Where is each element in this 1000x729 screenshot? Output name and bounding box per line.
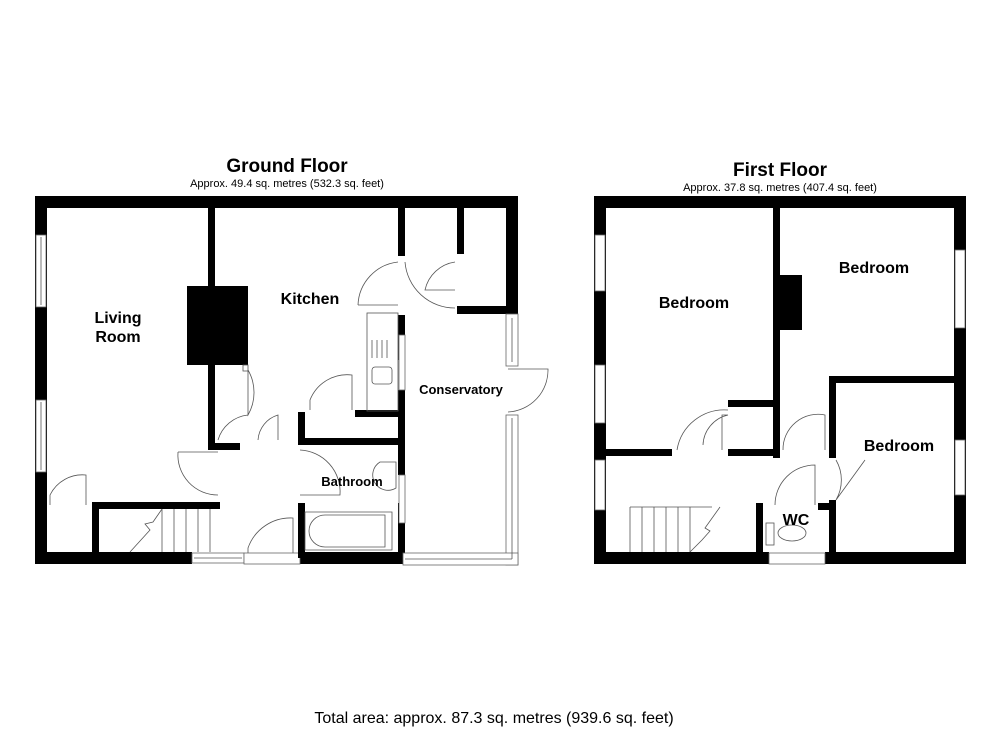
- stairs-wall: [92, 502, 220, 509]
- gf-bottom-wall-bath: [300, 552, 403, 564]
- gf-partition: [208, 443, 240, 450]
- room-label-conservatory: Conservatory: [419, 382, 504, 397]
- ff-chimney-breast: [777, 275, 802, 330]
- first-floor-area: Approx. 37.8 sq. metres (407.4 sq. feet): [683, 182, 877, 194]
- room-label-bedroom-1: Bedroom: [659, 295, 729, 312]
- bath-wall: [298, 438, 398, 445]
- ff-partition: [829, 376, 836, 458]
- ff-staircase: [629, 506, 721, 553]
- ff-partition: [829, 376, 966, 383]
- window: [594, 459, 606, 511]
- room-label-bathroom: Bathroom: [321, 474, 382, 489]
- staircase: [129, 508, 211, 553]
- cupboard-wall: [457, 196, 464, 254]
- ff-partition: [773, 196, 780, 458]
- gf-partition: [208, 365, 215, 450]
- ff-bottom-wall: [825, 552, 966, 564]
- gf-right-wall-upper: [506, 196, 518, 314]
- ground-floor-plan: [35, 196, 549, 566]
- wc-window: [768, 552, 826, 565]
- ground-floor-title: Ground Floor: [226, 156, 348, 177]
- wc-wall: [756, 503, 763, 558]
- cupboard-wall: [457, 306, 518, 314]
- chimney-breast: [187, 286, 248, 365]
- gf-top-wall: [35, 196, 518, 208]
- washbasin: [372, 461, 397, 491]
- total-area: Total area: approx. 87.3 sq. metres (939…: [314, 710, 673, 727]
- ff-bottom-wall: [594, 552, 769, 564]
- bath-wall: [298, 503, 305, 558]
- wc-wall: [818, 503, 832, 510]
- ff-partition: [600, 449, 672, 456]
- room-label-wc: WC: [783, 512, 810, 529]
- window: [954, 249, 966, 329]
- room-label-bedroom-3: Bedroom: [864, 438, 934, 455]
- conservatory-door: [507, 368, 549, 413]
- kitchen-right-wall: [398, 390, 405, 475]
- ground-floor-area: Approx. 49.4 sq. metres (532.3 sq. feet): [190, 178, 384, 190]
- window: [954, 439, 966, 496]
- gf-partition: [208, 196, 215, 286]
- cupboard-wall: [728, 400, 778, 407]
- room-label-living-room: Room: [95, 329, 140, 346]
- bath-wall: [298, 412, 305, 445]
- cupboard-wall: [728, 449, 778, 456]
- pantry-wall: [355, 410, 400, 417]
- first-floor-title: First Floor: [733, 160, 828, 181]
- first-floor-plan: [594, 196, 966, 565]
- room-label-bedroom-2: Bedroom: [839, 260, 909, 277]
- room-label-kitchen: Kitchen: [281, 291, 340, 308]
- gf-bottom-wall-left: [35, 552, 192, 564]
- kitchen-right-wall: [398, 503, 405, 563]
- ff-partition: [829, 500, 836, 558]
- window: [594, 234, 606, 292]
- cupboard-wall: [398, 196, 405, 256]
- toilet: [777, 524, 807, 542]
- room-label-living-room: Living: [94, 310, 141, 327]
- kitchen-sink: [366, 312, 399, 412]
- bathtub: [304, 511, 393, 551]
- stairs-wall: [92, 502, 99, 558]
- window: [594, 364, 606, 424]
